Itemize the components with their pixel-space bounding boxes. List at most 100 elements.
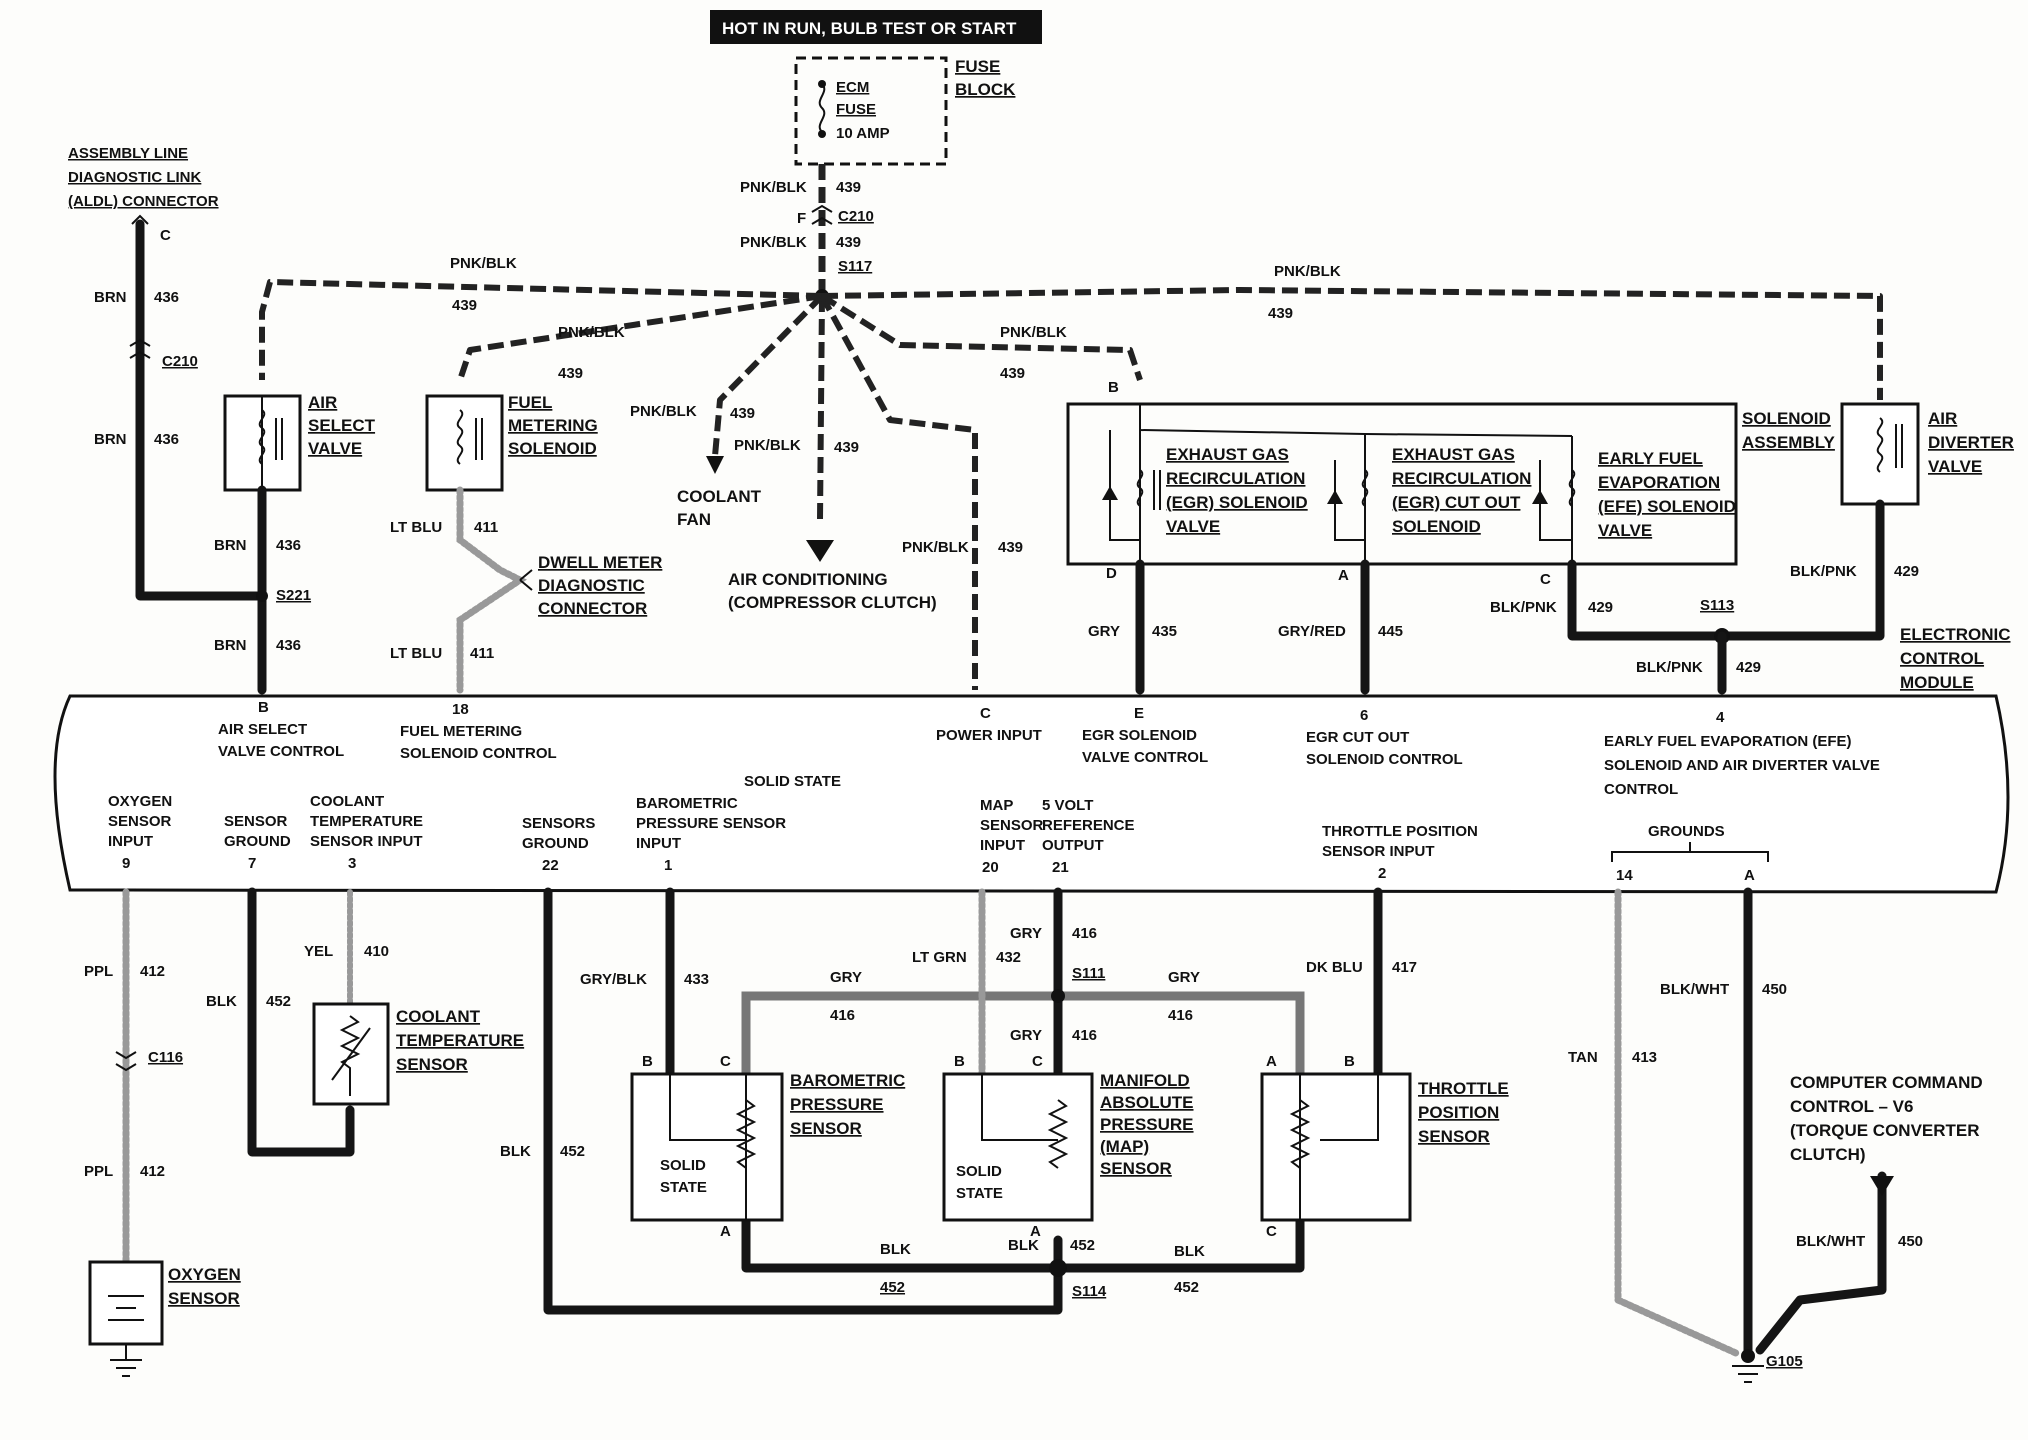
egr-wire-color: GRY bbox=[1088, 623, 1120, 640]
fuel-metering-box bbox=[425, 394, 504, 492]
power-input-feed-circuit: 439 bbox=[998, 539, 1023, 556]
ecm-bottom-pin-7: 7 bbox=[248, 855, 256, 872]
solenoid-feed-circuit: 439 bbox=[1000, 365, 1025, 382]
tps-return-color: BLK bbox=[1174, 1243, 1205, 1260]
solenoid-feed-color: PNK/BLK bbox=[1000, 324, 1067, 341]
egr-diode-icon bbox=[1102, 486, 1118, 500]
coolant-fan-feed-circuit: 439 bbox=[730, 405, 755, 422]
main-feed-color-2: PNK/BLK bbox=[740, 234, 807, 251]
ecm-bottom-pin-20-desc-3: INPUT bbox=[980, 837, 1025, 854]
egr-cutout-pin-a: A bbox=[1338, 567, 1349, 584]
oxygen-wire-circuit-2: 412 bbox=[140, 1163, 165, 1180]
ecm-top-pin-18-desc-2: SOLENOID CONTROL bbox=[400, 745, 557, 762]
dwell-label-3: CONNECTOR bbox=[538, 599, 647, 618]
coolant-sensor-label-2: TEMPERATURE bbox=[396, 1031, 524, 1050]
baro-wire-color: GRY/BLK bbox=[580, 971, 647, 988]
egr-cutout-label-2: RECIRCULATION bbox=[1392, 469, 1531, 488]
oxygen-wire-color-2: PPL bbox=[84, 1163, 113, 1180]
ground-413-circuit: 413 bbox=[1632, 1049, 1657, 1066]
ecm-bottom-pin-22: 22 bbox=[542, 857, 559, 874]
air-diverter-wire-color: BLK/PNK bbox=[1790, 563, 1857, 580]
ccc-label-4: CLUTCH) bbox=[1790, 1145, 1866, 1164]
egr-label-2: RECIRCULATION bbox=[1166, 469, 1305, 488]
ecm-bottom-pin-20-desc-2: SENSOR bbox=[980, 817, 1044, 834]
g105-label: G105 bbox=[1766, 1353, 1803, 1370]
coolant-wire-color: YEL bbox=[304, 943, 333, 960]
ecm-bottom-pin-9-desc-1: OXYGEN bbox=[108, 793, 172, 810]
air-diverter-label-1: AIR bbox=[1928, 409, 1957, 428]
map-pin-b: B bbox=[954, 1053, 965, 1070]
egr-cutout-label-3: (EGR) CUT OUT bbox=[1392, 493, 1521, 512]
efe-circuit bbox=[1539, 436, 1573, 560]
s113-label: S113 bbox=[1700, 597, 1734, 614]
ecm-label-3: MODULE bbox=[1900, 673, 1974, 692]
map-solid-1: SOLID bbox=[956, 1163, 1002, 1180]
baro-sensor-box bbox=[630, 1072, 784, 1222]
aldl-terminal-icon bbox=[131, 214, 149, 225]
air-diverter-feed-circuit: 439 bbox=[1268, 305, 1293, 322]
egr-circuit bbox=[1109, 430, 1141, 560]
sensor-ground-wire-color: BLK bbox=[206, 993, 237, 1010]
ecm-bottom-pin-7-desc-2: GROUND bbox=[224, 833, 291, 850]
sensors-ground-circuit: 452 bbox=[560, 1143, 585, 1160]
branch-air-select bbox=[259, 279, 823, 380]
splice-s114 bbox=[1049, 1259, 1067, 1277]
aldl-label-3: (ALDL) CONNECTOR bbox=[68, 193, 219, 210]
egr-cutout-label-4: SOLENOID bbox=[1392, 517, 1481, 536]
efe-label-3: (EFE) SOLENOID bbox=[1598, 497, 1736, 516]
fuel-metering-core bbox=[475, 418, 483, 460]
efe-label-2: EVAPORATION bbox=[1598, 473, 1720, 492]
coolant-thermistor-icon bbox=[339, 1015, 361, 1096]
coolant-variable-arrow bbox=[331, 1027, 371, 1081]
oxygen-sensor-label-2: SENSOR bbox=[168, 1289, 240, 1308]
ccc-label-3: (TORQUE CONVERTER bbox=[1790, 1121, 1980, 1140]
egr-label-3: (EGR) SOLENOID bbox=[1166, 493, 1308, 512]
oxygen-sensor-box bbox=[88, 1260, 164, 1346]
solenoid-assembly-label-1: SOLENOID bbox=[1742, 409, 1831, 428]
tps-pin-a: A bbox=[1266, 1053, 1277, 1070]
reference-bus bbox=[741, 991, 1305, 1079]
tps-label-2: POSITION bbox=[1418, 1103, 1499, 1122]
solenoid-pin-b: B bbox=[1108, 379, 1119, 396]
fuel-metering-feed-circuit: 439 bbox=[558, 365, 583, 382]
fuse-symbol bbox=[818, 83, 826, 133]
ground-450-circuit: 450 bbox=[1762, 981, 1787, 998]
ac-arrow-icon bbox=[806, 540, 834, 562]
ecm-bottom-pin-20-desc-1: MAP bbox=[980, 797, 1013, 814]
coolant-fan-label-2: FAN bbox=[677, 510, 711, 529]
ref-wire-circuit-4: 416 bbox=[1072, 1027, 1097, 1044]
air-diverter-wire-circuit: 429 bbox=[1894, 563, 1919, 580]
air-select-wire-circuit-2: 436 bbox=[276, 637, 301, 654]
ecm-top-pin-e-desc-1: EGR SOLENOID bbox=[1082, 727, 1197, 744]
fuel-metering-wire-circuit-2: 411 bbox=[470, 645, 494, 662]
ecm-top-pin-b: B AIR SELECT VALVE CONTROL bbox=[218, 699, 344, 760]
power-title-bar bbox=[710, 10, 1042, 44]
s221-label: S221 bbox=[276, 587, 311, 604]
egr-cutout-circuit bbox=[1334, 434, 1366, 560]
branch-power-input bbox=[819, 294, 978, 690]
ccc-wire-circuit: 450 bbox=[1898, 1233, 1923, 1250]
map-internal-circuit bbox=[981, 1074, 1058, 1141]
egr-label-1: EXHAUST GAS bbox=[1166, 445, 1289, 464]
aldl-label-2: DIAGNOSTIC LINK bbox=[68, 169, 201, 186]
fuel-metering-label-2: METERING bbox=[508, 416, 598, 435]
baro-wire-circuit: 433 bbox=[684, 971, 709, 988]
baro-resistor-icon bbox=[735, 1099, 757, 1169]
fuse-block-label-1: FUSE bbox=[955, 57, 1000, 76]
ac-feed-color: PNK/BLK bbox=[734, 437, 801, 454]
air-diverter-core bbox=[1895, 424, 1903, 468]
map-label-5: SENSOR bbox=[1100, 1159, 1172, 1178]
ecm-bottom-pin-9: 9 bbox=[122, 855, 130, 872]
aldl-wire bbox=[135, 219, 267, 601]
aldl-wire-color-2: BRN bbox=[94, 431, 127, 448]
map-return-color: BLK bbox=[1008, 1237, 1039, 1254]
fuse-fuse-label: FUSE bbox=[836, 101, 876, 118]
ecm-label-2: CONTROL bbox=[1900, 649, 1984, 668]
sensor-return-bus bbox=[741, 1215, 1305, 1273]
splice-s221 bbox=[256, 590, 268, 602]
fuel-metering-wire-color-1: LT BLU bbox=[390, 519, 442, 536]
s114-label: S114 bbox=[1072, 1283, 1107, 1300]
ecm-bottom-pin-1-desc-3: INPUT bbox=[636, 835, 681, 852]
coolant-fan-arrow-icon bbox=[706, 456, 724, 474]
